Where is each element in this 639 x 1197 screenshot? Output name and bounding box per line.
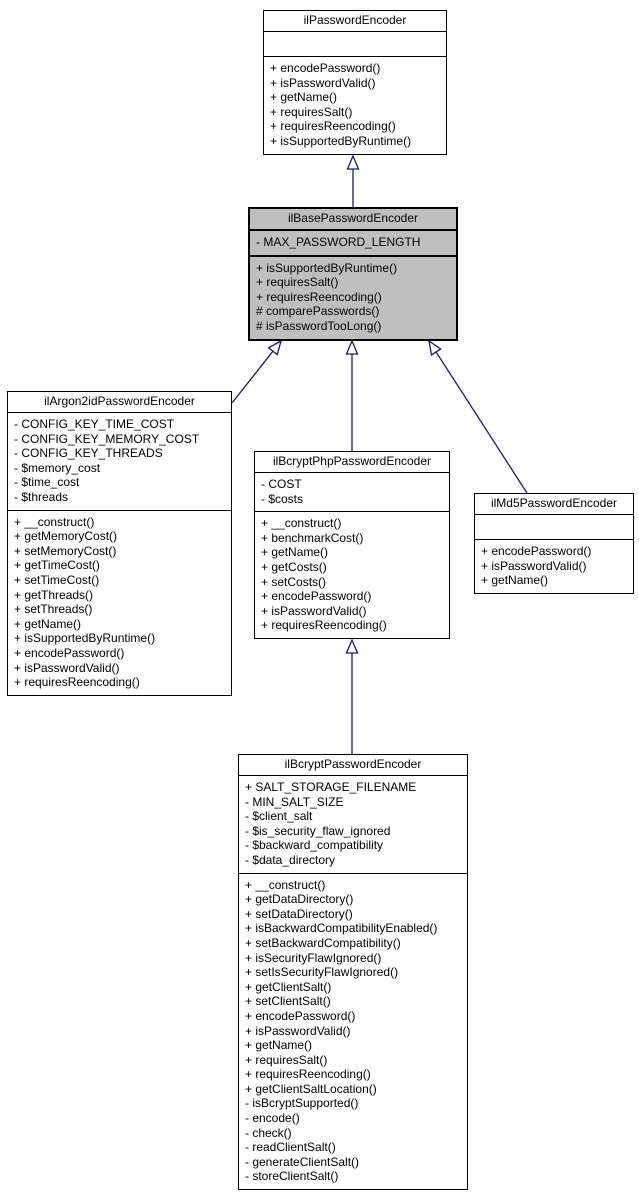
method-item: + isPasswordValid() [261,603,367,618]
method-item: + requiresReencoding() [245,1067,371,1082]
method-item: - encode() [245,1111,300,1126]
inheritance-arrow-ilArgon2idPasswordEncoder-to-ilBasePasswordEncoder [231,339,283,404]
method-item: + __construct() [245,877,326,892]
method-item: - storeClientSalt() [245,1169,339,1184]
method-item: + setClientSalt() [245,994,331,1009]
class-box-ilBcryptPasswordEncoder[interactable]: ilBcryptPasswordEncoder + SALT_STORAGE_FI… [238,754,468,1191]
class-name: ilBcryptPasswordEncoder [284,757,422,771]
method-item: + encodePassword() [261,589,372,604]
method-item: + setThreads() [14,602,93,617]
method-item: + getTimeCost() [14,558,100,573]
methods-section: + isSupportedByRuntime()+ requiresSalt()… [250,254,456,339]
method-item: + setDataDirectory() [245,906,353,921]
method-item: + isPasswordValid() [245,1023,351,1038]
class-name: ilBasePasswordEncoder [287,211,419,225]
attribute-item: - CONFIG_KEY_THREADS [14,446,163,461]
attribute-item: - $is_security_flaw_ignored [245,823,391,838]
method-item: + setCosts() [261,574,327,589]
method-item: + requiresSalt() [256,275,339,290]
method-item: # isPasswordTooLong() [256,318,382,333]
methods-section: + __construct()+ benchmarkCost()+ getNam… [255,511,449,638]
method-item: + encodePassword() [270,61,381,75]
method-item: + requiresReencoding() [14,675,140,690]
inheritance-arrow-ilBcryptPhpPasswordEncoder-to-ilBasePasswordEncoder [345,339,359,451]
method-item: # comparePasswords() [256,304,380,319]
method-item: + requiresSalt() [270,104,353,119]
class-box-ilMd5PasswordEncoder[interactable]: ilMd5PasswordEncoder+ encodePassword()+ … [474,493,634,594]
method-item: + isPasswordValid() [270,75,376,90]
methods-section: + encodePassword()+ isPasswordValid()+ g… [264,56,446,154]
attribute-item: - $data_directory [245,852,336,867]
attributes-section: - CONFIG_KEY_TIME_COST- CONFIG_KEY_MEMOR… [8,412,231,510]
methods-section: + __construct()+ getDataDirectory()+ set… [239,872,467,1189]
method-item: + setMemoryCost() [14,543,117,558]
attribute-item: - MIN_SALT_SIZE [245,794,344,809]
attributes-section [475,514,633,539]
attributes-section: - MAX_PASSWORD_LENGTH [250,229,456,255]
method-item: + getName() [481,573,549,588]
class-name: ilMd5PasswordEncoder [490,496,618,510]
class-box-ilBcryptPhpPasswordEncoder[interactable]: ilBcryptPhpPasswordEncoder - COST- $costs… [254,451,450,639]
attribute-item: - $costs [261,491,304,506]
class-name: ilPasswordEncoder [303,13,407,27]
attribute-item: - CONFIG_KEY_TIME_COST [14,417,175,431]
method-item: - generateClientSalt() [245,1154,360,1169]
method-item: + encodePassword() [245,1008,356,1023]
method-item: + getName() [270,90,338,105]
inheritance-arrow-ilBasePasswordEncoder-to-ilPasswordEncoder [346,154,360,207]
method-item: + benchmarkCost() [261,530,364,545]
method-item: + isSecurityFlawIgnored() [245,950,382,965]
method-item: + setIsSecurityFlawIgnored() [245,965,399,980]
attribute-item: - $client_salt [245,809,313,824]
methods-section: + encodePassword()+ isPasswordValid()+ g… [475,539,633,593]
method-item: + requiresReencoding() [270,119,396,134]
attribute-item: - MAX_PASSWORD_LENGTH [256,235,421,249]
class-name: ilBcryptPhpPasswordEncoder [272,454,432,468]
attribute-item: - CONFIG_KEY_MEMORY_COST [14,431,200,446]
method-item: + getMemoryCost() [14,529,118,544]
method-item: - readClientSalt() [245,1140,336,1155]
method-item: - check() [245,1125,292,1140]
method-item: + getClientSaltLocation() [245,1081,377,1096]
attributes-section: - COST- $costs [255,472,449,511]
method-item: + isBackwardCompatibilityEnabled() [245,921,438,936]
attribute-item: + SALT_STORAGE_FILENAME [245,780,417,794]
attribute-item: - $threads [14,489,69,504]
method-item: + getName() [245,1038,313,1053]
attribute-item: - COST [261,477,302,491]
class-box-ilArgon2idPasswordEncoder[interactable]: ilArgon2idPasswordEncoder - CONFIG_KEY_TI… [7,391,232,696]
method-item: + isPasswordValid() [481,558,587,573]
method-item: + getClientSalt() [245,979,332,994]
method-item: - isBcryptSupported() [245,1096,359,1111]
method-item: + __construct() [14,514,95,529]
class-box-ilPasswordEncoder[interactable]: ilPasswordEncoder + encodePassword()+ isP… [263,10,447,155]
methods-section: + __construct()+ getMemoryCost()+ setMem… [8,509,231,695]
inheritance-arrow-ilBcryptPasswordEncoder-to-ilBcryptPhpPasswordEncoder [345,638,359,754]
method-item: + requiresReencoding() [256,289,382,304]
method-item: + isSupportedByRuntime() [270,133,412,148]
attributes-section: + SALT_STORAGE_FILENAME- MIN_SALT_SIZE- … [239,775,467,873]
method-item: + getThreads() [14,587,94,602]
attributes-section [264,31,446,56]
method-item: + getDataDirectory() [245,892,354,907]
class-name: ilArgon2idPasswordEncoder [44,394,195,408]
method-item: + setTimeCost() [14,572,100,587]
method-item: + encodePassword() [14,645,125,660]
method-item: + setBackwardCompatibility() [245,935,401,950]
method-item: + isSupportedByRuntime() [256,260,398,275]
method-item: + requiresReencoding() [261,618,387,633]
method-item: + requiresSalt() [245,1052,328,1067]
attribute-item: - $time_cost [14,475,80,490]
method-item: + encodePassword() [481,544,592,558]
method-item: + getCosts() [261,559,327,574]
attribute-item: - $memory_cost [14,460,101,475]
method-item: + isSupportedByRuntime() [14,631,156,646]
method-item: + getName() [14,616,82,631]
class-box-ilBasePasswordEncoder[interactable]: ilBasePasswordEncoder - MAX_PASSWORD_LENG… [248,207,458,341]
method-item: + isPasswordValid() [14,660,120,675]
attribute-item: - $backward_compatibility [245,838,384,853]
method-item: + getName() [261,545,329,560]
method-item: + __construct() [261,516,342,531]
